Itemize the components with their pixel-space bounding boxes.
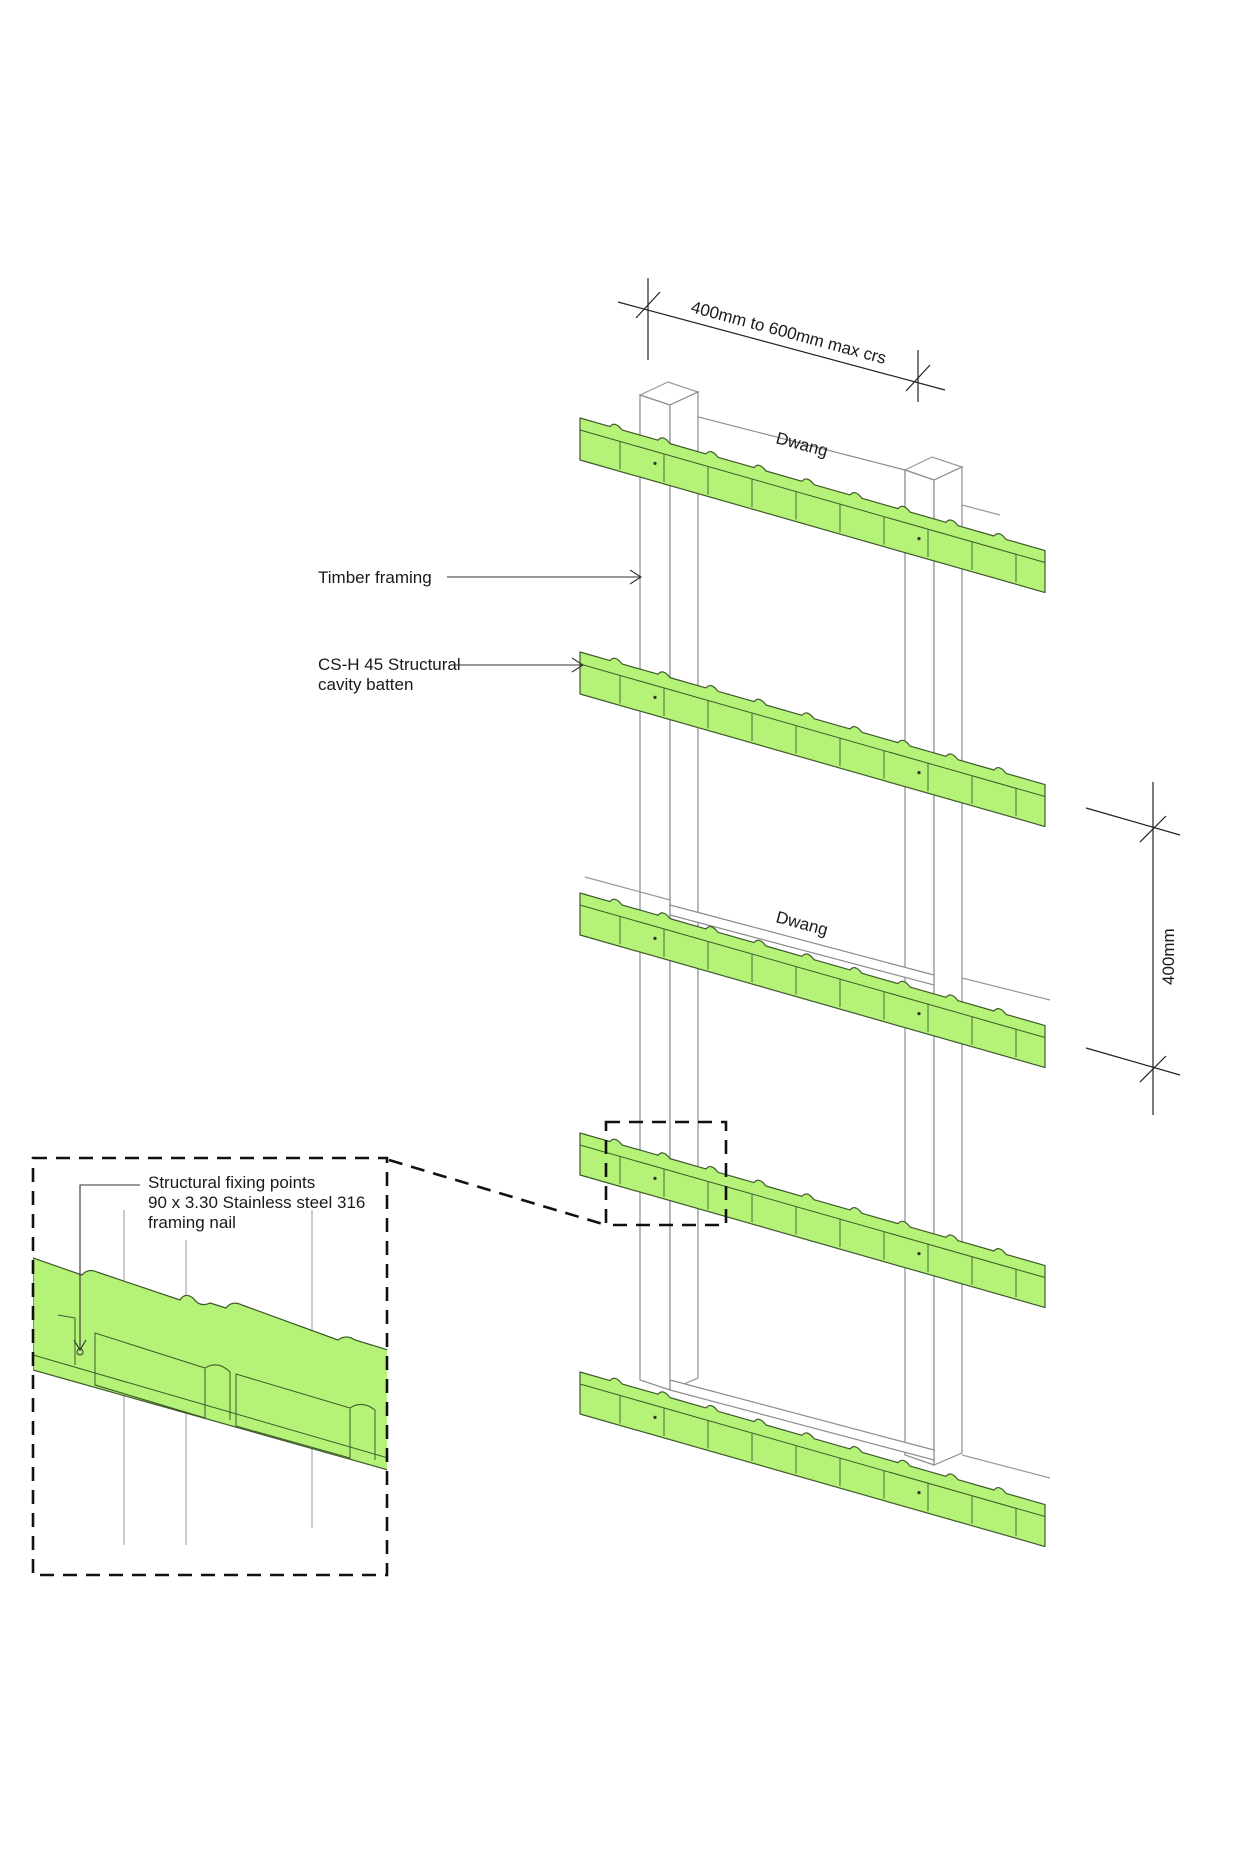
dimension-vertical-label: 400mm — [1159, 928, 1178, 985]
detail-callout: Structural fixing points 90 x 3.30 Stain… — [31, 1120, 728, 1577]
batten-label-line2: cavity batten — [318, 675, 413, 694]
fixing-point — [653, 1176, 657, 1180]
cavity-batten — [579, 651, 1046, 828]
fixing-point — [653, 461, 657, 465]
stud-left — [638, 381, 700, 1391]
batten-body — [579, 1371, 1046, 1548]
fixing-point — [917, 537, 921, 541]
fixing-label-line3: framing nail — [148, 1213, 236, 1232]
cavity-batten — [579, 1132, 1046, 1309]
cavity-battens — [579, 417, 1046, 1548]
cavity-batten — [579, 1371, 1046, 1548]
fixing-point — [653, 1415, 657, 1419]
fixing-point — [917, 771, 921, 775]
detail-zoom-box — [31, 1156, 389, 1577]
fixing-point — [917, 1012, 921, 1016]
fixing-label-line2: 90 x 3.30 Stainless steel 316 — [148, 1193, 365, 1212]
fixing-point — [917, 1491, 921, 1495]
fixing-point — [917, 1252, 921, 1256]
dwang-bottom — [669, 1379, 935, 1461]
fixing-point — [653, 695, 657, 699]
batten-body — [579, 417, 1046, 594]
stud-right — [903, 456, 964, 1466]
batten-body — [579, 892, 1046, 1069]
zoom-batten — [33, 1257, 387, 1471]
timber-framing-callout: Timber framing — [318, 568, 643, 587]
timber-framing-label: Timber framing — [318, 568, 432, 587]
dimension-spacing-label: 400mm to 600mm max crs — [689, 298, 888, 368]
batten-body — [579, 651, 1046, 828]
batten-body — [579, 1132, 1046, 1309]
cavity-batten — [579, 417, 1046, 594]
batten-callout: CS-H 45 Structural cavity batten — [318, 655, 585, 694]
detail-source-box — [604, 1120, 728, 1227]
fixing-point — [653, 936, 657, 940]
fixing-leader — [79, 1184, 140, 1350]
cavity-batten — [579, 892, 1046, 1069]
dimension-vertical: 400mm — [1085, 782, 1181, 1115]
fixing-label-line1: Structural fixing points — [148, 1173, 315, 1192]
timber-framing — [584, 381, 1051, 1479]
batten-label-line1: CS-H 45 Structural — [318, 655, 461, 674]
dwang-mid — [669, 904, 935, 986]
detail-zoom-view — [31, 1156, 389, 1577]
